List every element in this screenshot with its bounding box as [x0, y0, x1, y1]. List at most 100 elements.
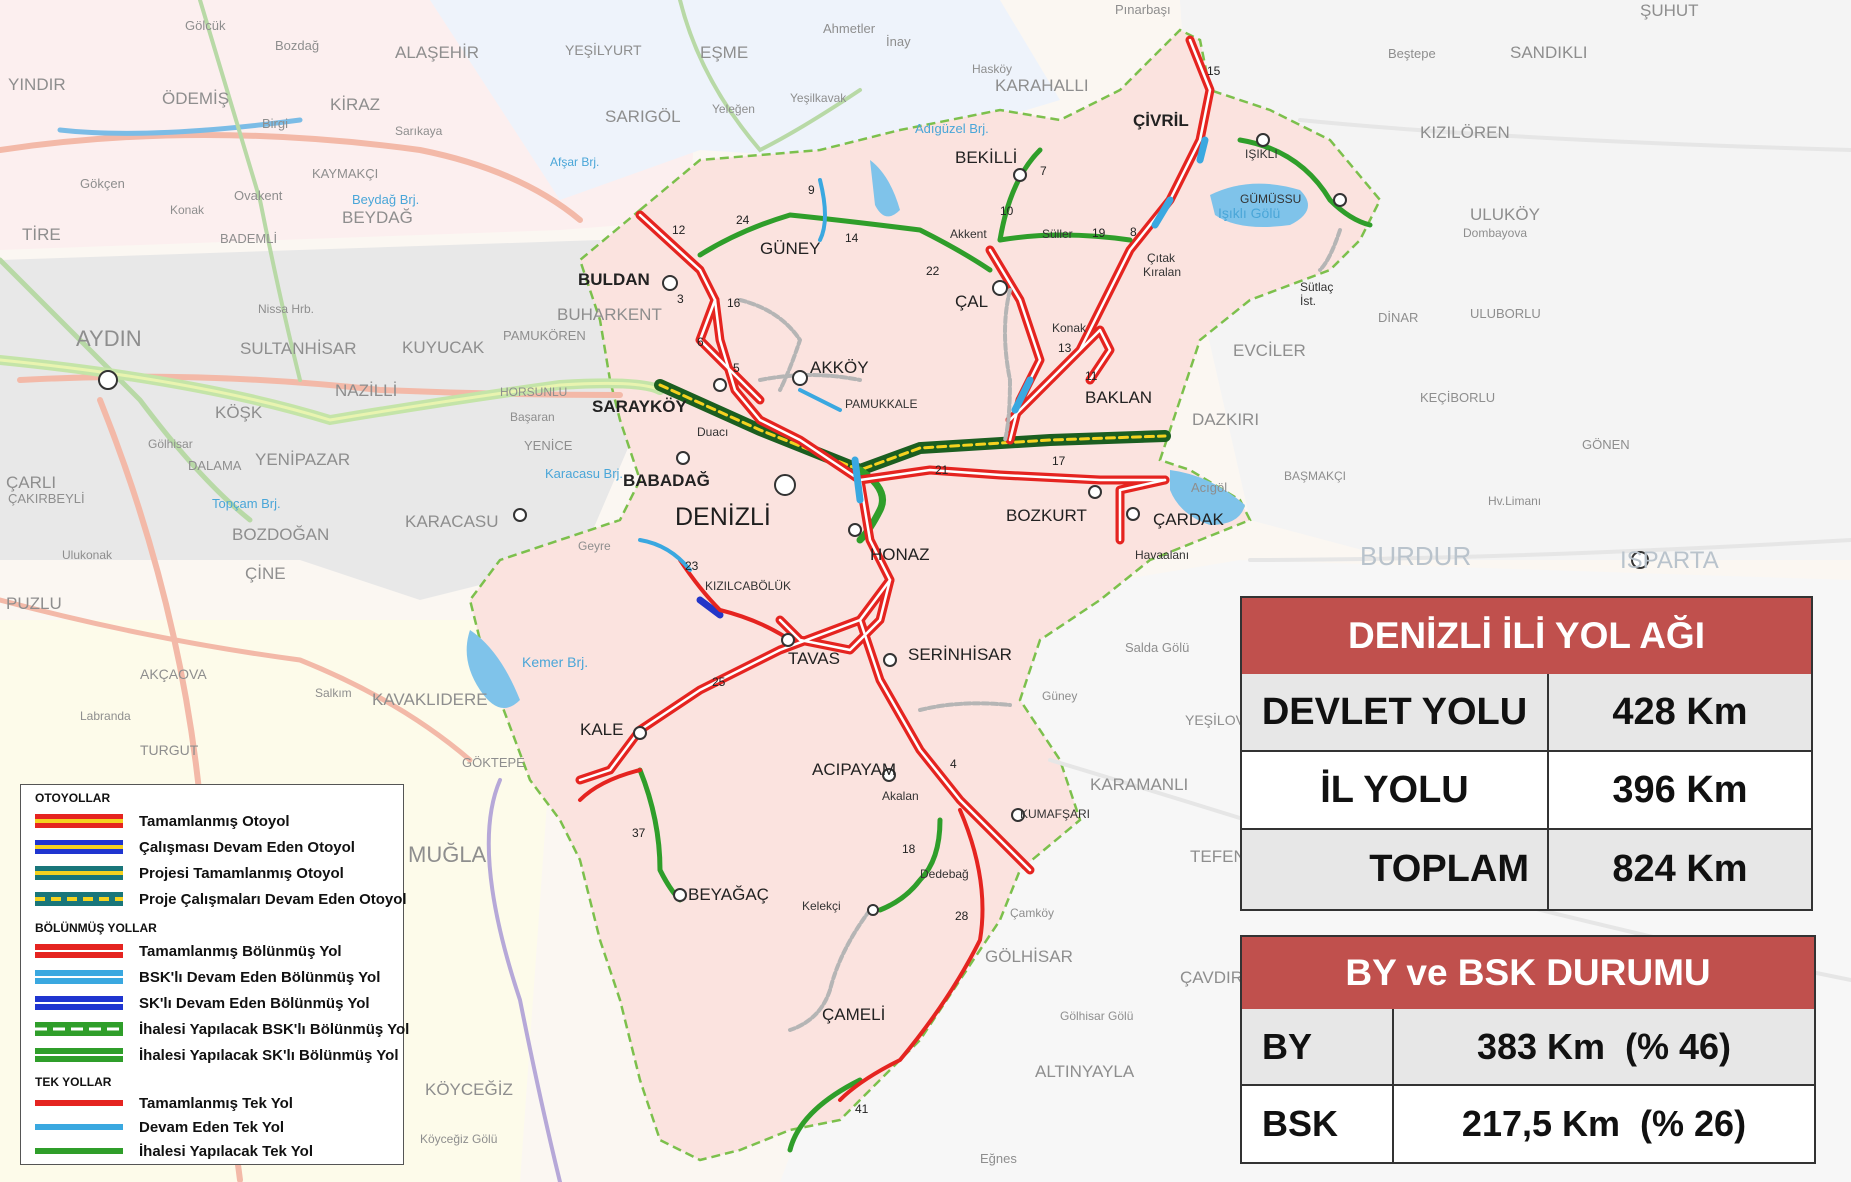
swatch-planned-motorway	[35, 892, 123, 906]
isikli-golu	[1210, 183, 1308, 228]
road-network-table: DENİZLİ İLİ YOL AĞI DEVLET YOLU 428 Km İ…	[1240, 596, 1813, 911]
legend-section-motorways: OTOYOLLAR	[35, 791, 111, 805]
lake-beydag-brj: Beydağ Brj.	[352, 192, 419, 207]
lake-topcam-brj: Topçam Brj.	[212, 496, 281, 511]
place-kelekci: Kelekçi	[802, 899, 841, 913]
ext-place: Sarıkaya	[395, 124, 443, 138]
city-kumafsari: KUMAFŞARI	[1020, 807, 1090, 821]
swatch-tender-bsk-divided	[35, 1022, 123, 1036]
place-akkent: Akkent	[950, 227, 987, 241]
route-number: 28	[955, 909, 969, 923]
route-number: 13	[1058, 341, 1072, 355]
ext-place: BUHARKENT	[557, 305, 662, 324]
row-value-by: 383 Km (% 46)	[1394, 1009, 1814, 1086]
city-kizilcabolük: KIZILCABÖLÜK	[705, 579, 791, 593]
city-labels: DENİZLİ BULDAN GÜNEY BEKİLLİ ÇİVRİL ÇAL …	[578, 111, 1301, 1024]
ext-place: KÖYCEĞİZ	[425, 1080, 513, 1099]
ext-place: DİNAR	[1378, 310, 1418, 325]
legend-label: İhalesi Yapılacak BSK'lı Bölünmüş Yol	[139, 1020, 410, 1038]
swatch-tender-sk-divided	[35, 1048, 123, 1062]
ext-place: EVCİLER	[1233, 341, 1306, 360]
route-number: 3	[677, 292, 684, 306]
row-label-toplam: TOPLAM	[1242, 830, 1549, 909]
ext-place: ÇAKIRBEYLİ	[8, 491, 85, 506]
city-acipayam: ACIPAYAM	[812, 760, 896, 779]
row-value-il-yolu: 396 Km	[1549, 752, 1811, 830]
ext-place: Konak	[170, 203, 205, 217]
ext-place: TİRE	[22, 225, 61, 244]
route-number: 10	[1000, 204, 1014, 218]
ext-place: KÖŞK	[215, 403, 263, 422]
ext-place: Güney	[1042, 689, 1077, 703]
route-number: 19	[1092, 226, 1106, 240]
ext-place: KAVAKLIDERE	[372, 690, 488, 709]
ext-place: İnay	[886, 34, 911, 49]
ext-place: KIZILÖREN	[1420, 123, 1510, 142]
ext-place: YENİCE	[524, 438, 573, 453]
legend-section-divided: BÖLÜNMÜŞ YOLLAR	[35, 921, 157, 935]
ext-place: BAŞMAKÇI	[1284, 469, 1346, 483]
city-honaz: HONAZ	[870, 545, 930, 564]
row-value-devlet-yolu: 428 Km	[1549, 674, 1811, 752]
ext-place: Eğnes	[980, 1151, 1017, 1166]
swatch-completed-divided	[35, 944, 123, 958]
legend-item: Çalışması Devam Eden Otoyol	[35, 837, 355, 857]
route-number: 22	[926, 264, 940, 278]
legend-label: Tamamlanmış Otoyol	[139, 812, 290, 830]
ext-place: Yeşilkavak	[790, 91, 847, 105]
place-kiralan: Kıralan	[1143, 265, 1181, 279]
legend-item: İhalesi Yapılacak BSK'lı Bölünmüş Yol	[35, 1019, 409, 1039]
single-roads	[578, 137, 1373, 1153]
ext-place: Ulukonak	[62, 548, 113, 562]
ext-place: NAZİLLİ	[335, 381, 397, 400]
ext-place: Gölhisar	[148, 437, 193, 451]
legend-item: BSK'lı Devam Eden Bölünmüş Yol	[35, 967, 380, 987]
city-denizli: DENİZLİ	[675, 502, 771, 531]
ext-place: DALAMA	[188, 458, 242, 473]
denizli-province	[468, 28, 1382, 1162]
route-number: 5	[733, 361, 740, 375]
city-guney: GÜNEY	[760, 239, 820, 258]
ext-place: KEÇİBORLU	[1420, 390, 1495, 405]
city-kale: KALE	[580, 720, 623, 739]
ext-place: ISPARTA	[1620, 547, 1719, 574]
legend-item: İhalesi Yapılacak SK'lı Bölünmüş Yol	[35, 1045, 399, 1065]
adiguzel-barrage	[870, 160, 900, 217]
kemer-barrage	[466, 630, 520, 708]
route-number: 25	[712, 675, 726, 689]
ext-place: Geyre	[578, 539, 611, 553]
place-akalan: Akalan	[882, 789, 919, 803]
swatch-completed-motorway	[35, 814, 123, 828]
route-number: 16	[727, 296, 741, 310]
swatch-tender-single	[35, 1148, 123, 1154]
region-usak	[430, 0, 1060, 200]
route-number: 11	[1085, 369, 1098, 383]
row-label-bsk: BSK	[1242, 1086, 1394, 1162]
route-number: 9	[808, 183, 815, 197]
route-number: 18	[902, 842, 916, 856]
ext-place: Beştepe	[1388, 46, 1436, 61]
ext-place: KARACASU	[405, 512, 499, 531]
ext-place: TURGUT	[140, 742, 199, 758]
place-duaci: Duacı	[697, 425, 728, 439]
ext-place: Salkım	[315, 686, 352, 700]
place-konak: Konak	[1052, 321, 1087, 335]
swatch-sk-divided	[35, 996, 123, 1010]
city-baklan: BAKLAN	[1085, 388, 1152, 407]
route-number: 37	[632, 826, 646, 840]
ext-place: SANDIKLI	[1510, 43, 1587, 62]
place-markers	[98, 133, 1649, 916]
ext-place: MUĞLA	[408, 842, 487, 867]
route-number: 8	[1130, 225, 1137, 239]
legend-label: Tamamlanmış Bölünmüş Yol	[139, 942, 342, 960]
ext-place: Acıgöl	[1191, 480, 1227, 495]
legend-label: İhalesi Yapılacak SK'lı Bölünmüş Yol	[139, 1046, 399, 1064]
lake-labels: Işıklı Gölü Kemer Brj. Adıgüzel Brj. Kar…	[212, 121, 1280, 670]
row-value-bsk: 217,5 Km (% 26)	[1394, 1086, 1814, 1162]
legend-label: Çalışması Devam Eden Otoyol	[139, 838, 355, 856]
map-legend: OTOYOLLAR Tamamlanmış Otoyol Çalışması D…	[20, 784, 409, 1165]
row-label-by: BY	[1242, 1009, 1394, 1086]
route-number: 23	[685, 559, 699, 573]
ext-place: Birgi	[262, 116, 288, 131]
ext-place: Ovakent	[234, 188, 283, 203]
